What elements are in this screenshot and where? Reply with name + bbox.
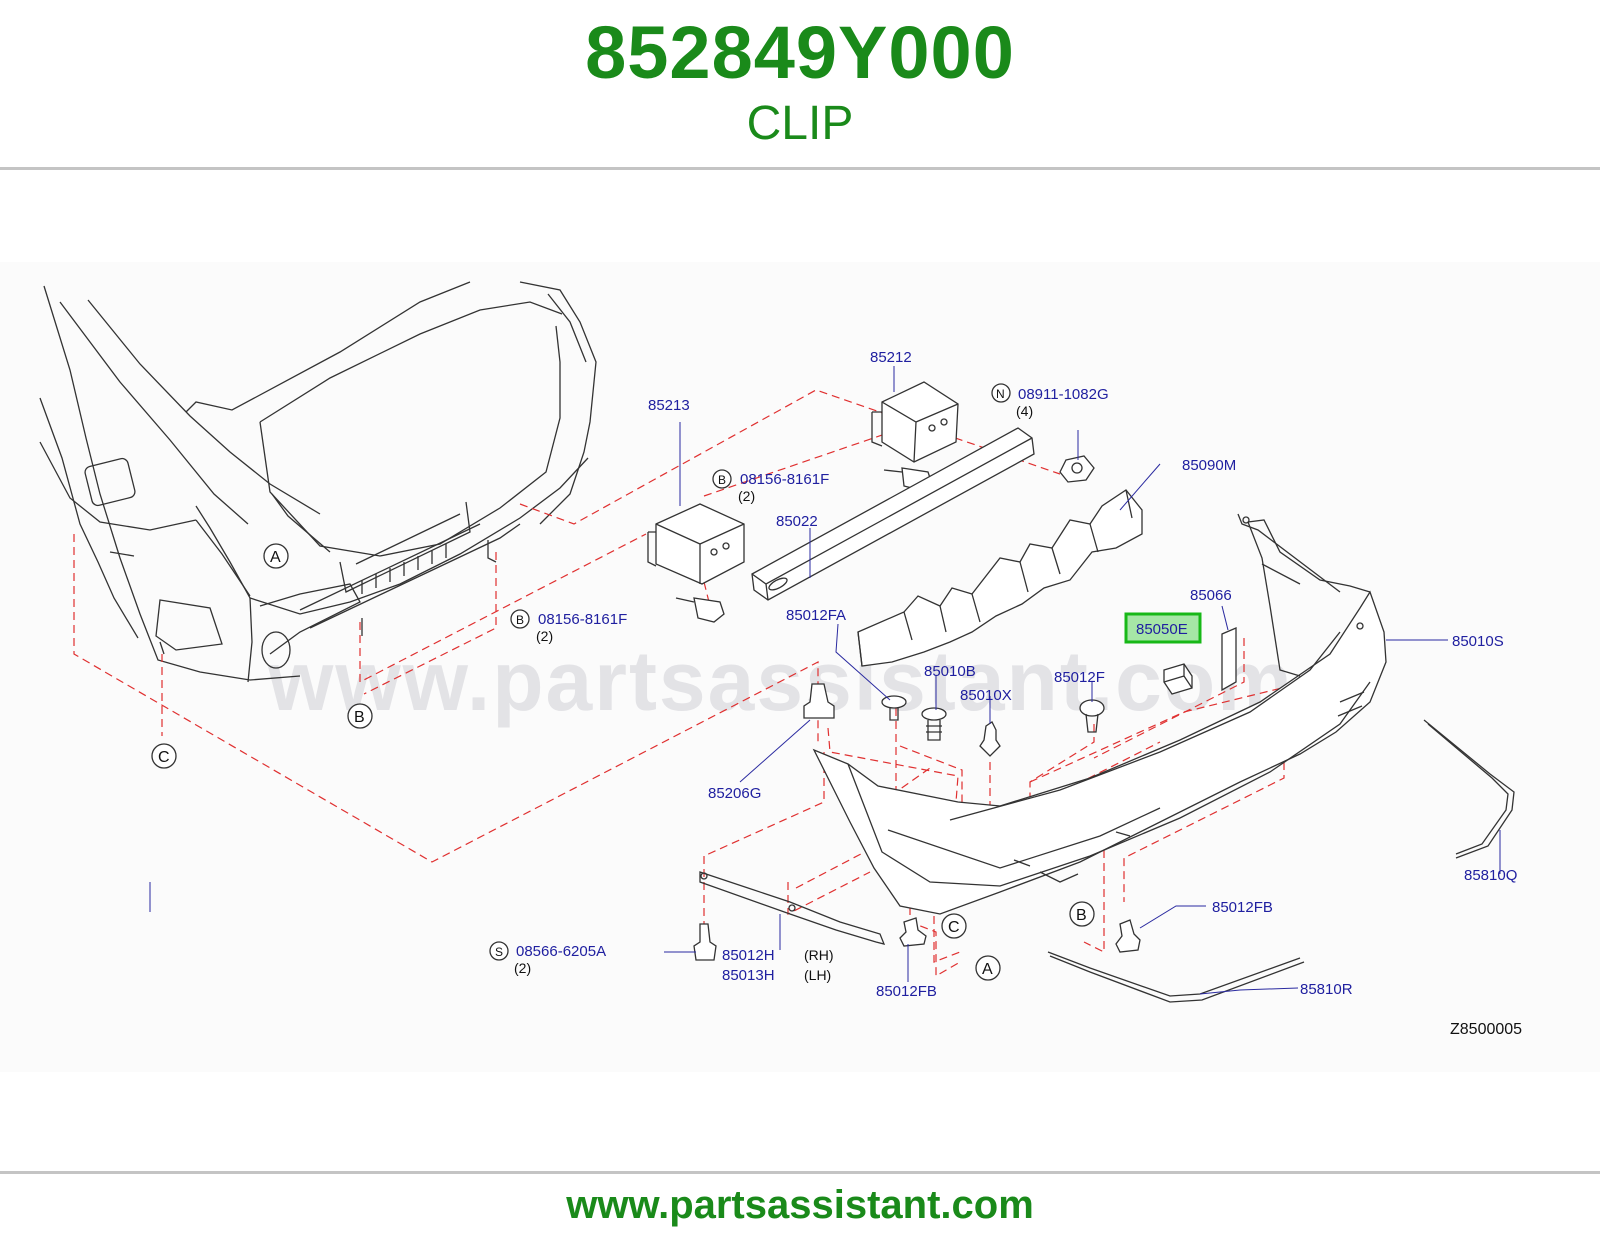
marker-c-vehicle: C [151,743,177,769]
marker-circles: A B C B C A [151,543,1095,981]
marker-b-vehicle: B [347,703,373,729]
marker-c-bumper: C [941,913,967,939]
label-85010X: 85010X [960,687,1012,704]
label-85012FA: 85012FA [786,607,846,624]
part-name-subtitle: CLIP [746,97,854,150]
label-85010B: 85010B [924,663,976,680]
label-85212: 85212 [870,349,912,366]
label-85810R: 85810R [1300,981,1353,998]
svg-text:C: C [948,919,960,936]
page-header: 852849Y000 CLIP [0,0,1600,168]
label-85022: 85022 [776,513,818,530]
clip-85012FB-right-drawing [1115,919,1141,953]
bracket-85212-drawing [871,381,959,491]
marker-b-circle-2 [510,609,530,629]
label-08566-6205A: 08566-6205A [516,943,606,960]
label-85810Q: 85810Q [1464,867,1517,884]
clip-85012FA-drawing [881,695,907,721]
label-85213: 85213 [648,397,690,414]
bumper-fascia-85010S-drawing [812,513,1387,915]
clip-85012FB-center-drawing [899,917,927,947]
clip-85206G-drawing [803,683,835,719]
clip-85010X-drawing [979,721,1001,757]
marker-b-letter-1: B [718,473,726,487]
svg-text:C: C [158,749,170,766]
marker-s-letter: S [495,945,503,959]
qty-08156-upper: (2) [738,488,755,504]
marker-n-circle [991,383,1011,403]
marker-a-bumper: A [975,955,1001,981]
diagram-code: Z8500005 [1450,1021,1522,1038]
svg-text:A: A [982,961,993,978]
label-85010S: 85010S [1452,633,1504,650]
label-85012F: 85012F [1054,669,1105,686]
label-85206G: 85206G [708,785,761,802]
molding-85810Q-drawing [1423,719,1515,859]
bracket-85012H-drawing [699,871,886,945]
label-85013H: 85013H [722,967,775,984]
label-85090M: 85090M [1182,457,1236,474]
marker-a-vehicle: A [263,543,289,569]
part-number-title: 852849Y000 [585,11,1015,94]
bracket-85213-drawing [647,503,745,623]
clip-85050E-drawing [1163,663,1193,695]
label-85012H: 85012H [722,947,775,964]
svg-text:B: B [1076,907,1087,924]
svg-text:A: A [270,549,281,566]
watermark-text: www.partsassistant.com [267,634,1294,728]
qty-08911: (4) [1016,403,1033,419]
parts-diagram: www.partsassistant.com [0,262,1600,1072]
marker-b-bumper: B [1069,901,1095,927]
label-85012FB-right: 85012FB [1212,899,1273,916]
footer-site-link[interactable]: www.partsassistant.com [566,1183,1034,1227]
svg-text:B: B [354,709,365,726]
diagram-canvas: www.partsassistant.com [39,281,1522,1038]
nut-08911-drawing [1059,455,1095,483]
clip-85010B-drawing [921,707,947,741]
label-08911-1082G: 08911-1082G [1018,386,1109,403]
footer-divider [0,1171,1600,1174]
qty-08566: (2) [514,960,531,976]
qty-08156-lower: (2) [536,628,553,644]
highlight-box-85050E [1124,612,1202,644]
vehicle-bumper-slots [361,544,447,594]
header-divider [0,167,1600,170]
label-85066: 85066 [1190,587,1232,604]
plate-85066-drawing [1221,627,1237,692]
label-08156-8161F-upper: 08156-8161F [740,471,829,488]
marker-b-letter-2: B [516,613,524,627]
label-lh: (LH) [804,967,831,983]
screw-08566-drawing [693,923,717,961]
leader-lines [149,366,1501,995]
label-08156-8161F-lower: 08156-8161F [538,611,627,628]
molding-85810R-drawing [1047,951,1301,997]
marker-n-letter: N [996,387,1005,401]
absorber-85090M-drawing [857,489,1143,667]
reinforcement-85022-drawing [751,427,1035,601]
marker-b-circle-1 [712,469,732,489]
marker-s-circle [489,941,509,961]
label-85050E: 85050E [1136,621,1188,638]
label-rh: (RH) [804,947,834,963]
part-labels: 85213 85212 N 08911-1082G (4) 85090M B 0… [489,349,1522,1038]
label-85012FB-center: 85012FB [876,983,937,1000]
vehicle-rear-body-drawing [39,281,597,683]
